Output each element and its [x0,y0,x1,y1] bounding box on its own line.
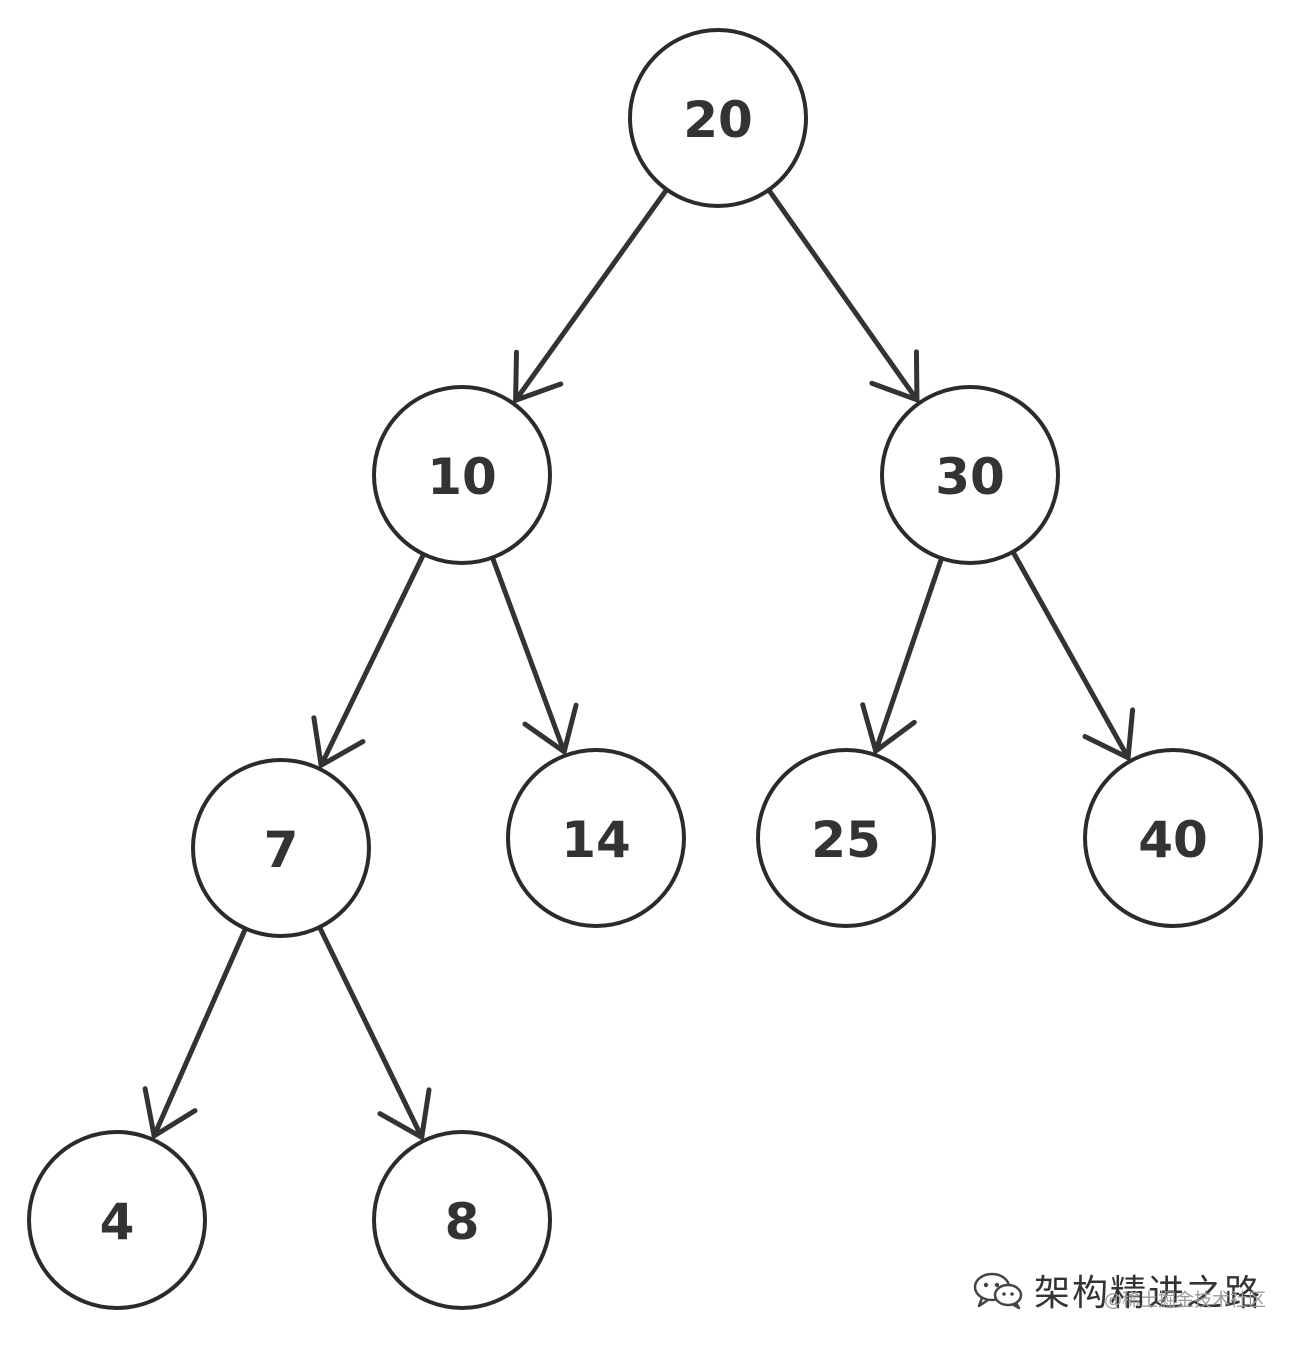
tree-node-7: 7 [191,758,371,938]
edge-30-to-40 [1009,547,1131,761]
node-label: 40 [1138,811,1208,869]
arrowhead-25 [860,702,917,754]
arrowhead-14 [522,702,579,755]
tree-node-8: 8 [372,1130,552,1310]
arrowhead-8 [377,1087,432,1140]
node-circle [1083,748,1263,928]
node-circle [372,385,552,565]
node-circle [506,748,686,928]
nodes-layer: 20 10 30 7 14 25 40 4 8 [27,28,1263,1310]
node-circle [880,385,1060,565]
arrowhead-40 [1082,707,1136,761]
watermark: 架构精进之路 [972,1264,1262,1316]
node-circle [756,748,936,928]
arrowhead-10 [513,349,564,403]
node-circle [628,28,808,208]
edge-30-to-25 [873,553,945,754]
node-label: 20 [683,91,753,149]
tree-node-40: 40 [1083,748,1263,928]
tree-node-30: 30 [880,385,1060,565]
node-label: 10 [427,448,497,506]
node-label: 8 [445,1193,480,1251]
edge-10-to-7 [318,549,427,768]
node-circle [372,1130,552,1310]
edge-7-to-8 [316,922,425,1140]
node-label: 25 [811,811,881,869]
edge-20-to-30 [765,185,920,403]
node-label: 7 [264,821,299,879]
tree-node-4: 4 [27,1130,207,1310]
edge-10-to-14 [489,553,567,755]
node-label: 30 [935,448,1005,506]
edges-layer [142,185,1136,1140]
node-label: 4 [100,1193,135,1251]
tree-node-20: 20 [628,28,808,208]
edge-20-to-10 [513,185,671,403]
watermark-subtitle: @稀土掘金技术社区 [1104,1290,1266,1311]
tree-node-10: 10 [372,385,552,565]
node-circle [27,1130,207,1310]
node-label: 14 [561,811,631,869]
tree-node-25: 25 [756,748,936,928]
tree-node-14: 14 [506,748,686,928]
edge-7-to-4 [151,924,249,1139]
wechat-icon [973,1272,1023,1310]
arrowhead-7 [311,715,366,768]
arrowhead-4 [142,1086,198,1139]
node-circle [191,758,371,938]
watermark-title: 架构精进之路 [1033,1273,1262,1314]
arrowhead-30 [869,349,920,403]
